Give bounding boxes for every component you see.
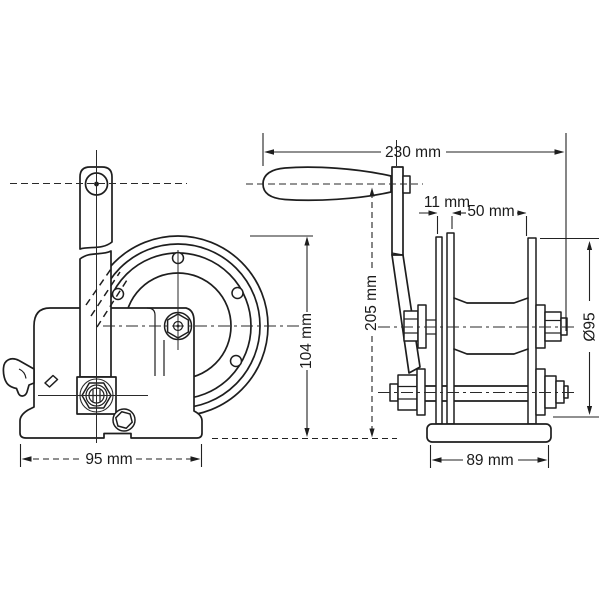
dim-label-side-height: 104 mm [298, 313, 315, 369]
dim-total-height: 205 mm [363, 187, 380, 438]
dim-label-side-width: 95 mm [85, 451, 132, 468]
frame-plate-left [435, 236, 443, 425]
drum-flange-right [527, 237, 537, 425]
body-rib [146, 307, 156, 376]
drum-barrel [453, 297, 529, 355]
hex-fastener [112, 408, 136, 432]
dim-drum-width: 50 mm [452, 203, 528, 236]
dim-label-drum-width: 50 mm [467, 203, 514, 220]
ratchet-pawl [2, 358, 35, 397]
dim-label-handle-length: 230 mm [385, 144, 441, 161]
dimensions: 230 mm 11 mm 50 mm Ø95 [19, 133, 599, 469]
side-centerlines [10, 150, 302, 443]
dim-plate-gap: 11 mm [419, 194, 470, 234]
front-view [246, 140, 576, 443]
dim-flange-diameter: Ø95 [540, 237, 599, 418]
bolt-hole [231, 286, 244, 300]
dim-base-width: 89 mm [429, 445, 550, 469]
side-view [2, 150, 302, 443]
dim-label-total-height: 205 mm [363, 275, 380, 331]
dim-label-base-width: 89 mm [466, 452, 513, 469]
hidden-lines [85, 265, 128, 328]
drum-flange-left [446, 232, 455, 425]
bolt-hole [229, 354, 243, 368]
dim-label-plate-gap: 11 mm [424, 194, 470, 211]
handle-shaft [79, 250, 112, 378]
dim-handle-length: 230 mm [262, 133, 567, 331]
front-centerlines [246, 140, 576, 393]
crank-arm [391, 166, 421, 374]
dim-side-width: 95 mm [19, 444, 203, 468]
cable-slot [44, 374, 59, 388]
frame-plates [435, 232, 537, 425]
dim-label-flange-diameter: Ø95 [582, 312, 599, 341]
dim-side-height: 104 mm [250, 235, 315, 437]
base-plate [426, 423, 552, 443]
